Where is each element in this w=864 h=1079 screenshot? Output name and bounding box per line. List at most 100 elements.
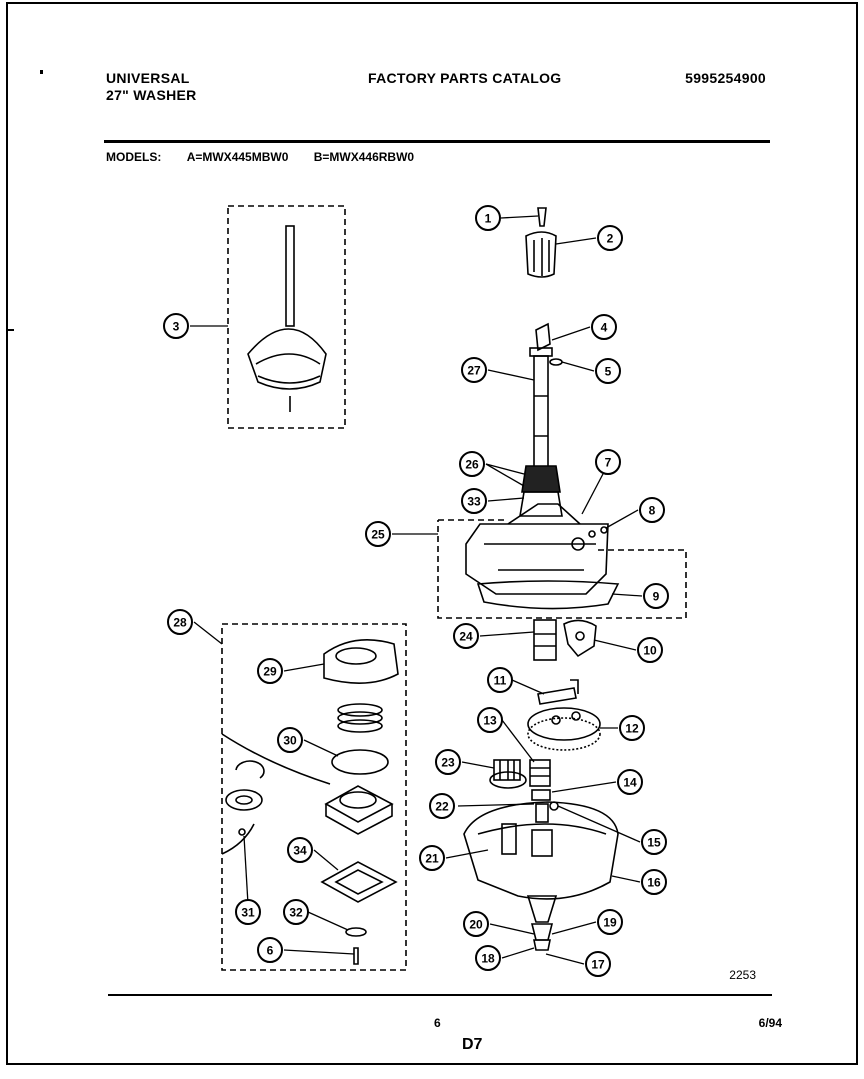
callout-label: 14 [623,776,637,790]
part-11-crank-arm [537,679,579,705]
callout-circle [475,205,501,231]
part-14-washer [531,789,551,801]
callout-label: 31 [241,906,255,920]
callout-1: 1 [475,205,501,231]
callout-circle [585,951,611,977]
appliance-type: 27" WASHER [106,87,197,103]
part-snap-ring [235,760,265,779]
callout-circle [463,911,489,937]
callout-28: 28 [167,609,193,635]
callout-circle [595,449,621,475]
callout-label: 29 [263,665,277,679]
callout-circle [475,945,501,971]
callout-circle [257,658,283,684]
callout-circle [283,899,309,925]
callout-circle [453,623,479,649]
brand-name: UNIVERSAL [106,70,190,86]
catalog-date: 6/94 [758,1016,782,1030]
part-34-seal-plate [320,861,398,903]
callout-circle [419,845,445,871]
callout-circle [365,521,391,547]
part-9-gasket [476,580,620,610]
callout-label: 21 [425,852,439,866]
catalog-title: FACTORY PARTS CATALOG [368,70,562,86]
callout-26: 26 [459,451,485,477]
section-code: D7 [462,1036,483,1053]
callout-circle [435,749,461,775]
callout-16: 16 [641,869,667,895]
callout-5: 5 [595,358,621,384]
assembly-25-box [437,519,687,619]
callout-circle [639,497,665,523]
callout-19: 19 [597,909,623,935]
callout-label: 27 [467,364,481,378]
callout-circle [595,358,621,384]
part-2-cap [525,231,557,278]
brand-block: UNIVERSAL 27" WASHER [106,70,197,104]
exploded-parts-diagram: 1234527267338259241028291112133023142215… [163,205,687,977]
callout-27: 27 [461,357,487,383]
part-26-bearing [519,465,563,517]
callout-circle [619,715,645,741]
models-line: MODELS: A=MWX445MBW0 B=MWX446RBW0 [106,150,436,164]
callout-17: 17 [585,951,611,977]
callout-7: 7 [595,449,621,475]
callout-circle [643,583,669,609]
callout-label: 22 [435,800,449,814]
part-16-gearcase [463,801,619,923]
part-24-pinion [533,619,557,661]
callout-label: 26 [465,458,479,472]
callout-label: 9 [653,590,660,604]
part-13-pinion-gear [529,759,551,787]
callout-29: 29 [257,658,283,684]
part-31-clip [238,828,246,836]
callout-label: 5 [605,365,612,379]
callout-circle [459,451,485,477]
callout-label: 25 [371,528,385,542]
callout-18: 18 [475,945,501,971]
callout-3: 3 [163,313,189,339]
callout-label: 11 [494,674,507,688]
callout-8: 8 [639,497,665,523]
part-27-shaft [529,322,563,475]
part-3-shaft-assembly [247,225,327,412]
callout-21: 21 [419,845,445,871]
part-seal-block [324,785,394,835]
callout-14: 14 [617,769,643,795]
callout-label: 6 [267,944,274,958]
part-25-gearcase-cover [465,503,609,595]
part-32-washer [345,927,367,937]
callout-label: 13 [483,714,497,728]
part-20-seal [530,923,554,941]
callout-label: 17 [591,958,605,972]
part-6-screw [353,947,359,965]
callout-13: 13 [477,707,503,733]
assembly-28-box [221,623,407,971]
callout-circle [597,225,623,251]
header-rule [104,140,770,143]
part-12-drive-gear [527,707,601,751]
callout-label: 1 [485,212,492,226]
callout-label: 10 [643,644,657,658]
part-10-shift-arm [563,619,597,658]
callout-9: 9 [643,583,669,609]
callout-34: 34 [287,837,313,863]
cutaway-line [221,733,331,785]
callout-circle [597,909,623,935]
callout-label: 30 [283,734,297,748]
callout-25: 25 [365,521,391,547]
callout-circle [461,488,487,514]
catalog-part-number: 5995254900 [685,70,766,86]
callout-label: 15 [647,836,661,850]
callout-label: 28 [173,616,187,630]
callout-10: 10 [637,637,663,663]
callout-22: 22 [429,793,455,819]
part-29-seal-ring [323,638,399,684]
part-spring [337,703,383,733]
callout-label: 34 [293,844,307,858]
callout-2: 2 [597,225,623,251]
callout-label: 33 [467,495,481,509]
part-23-gear [489,759,527,789]
callout-circle [641,869,667,895]
callout-circle [591,314,617,340]
